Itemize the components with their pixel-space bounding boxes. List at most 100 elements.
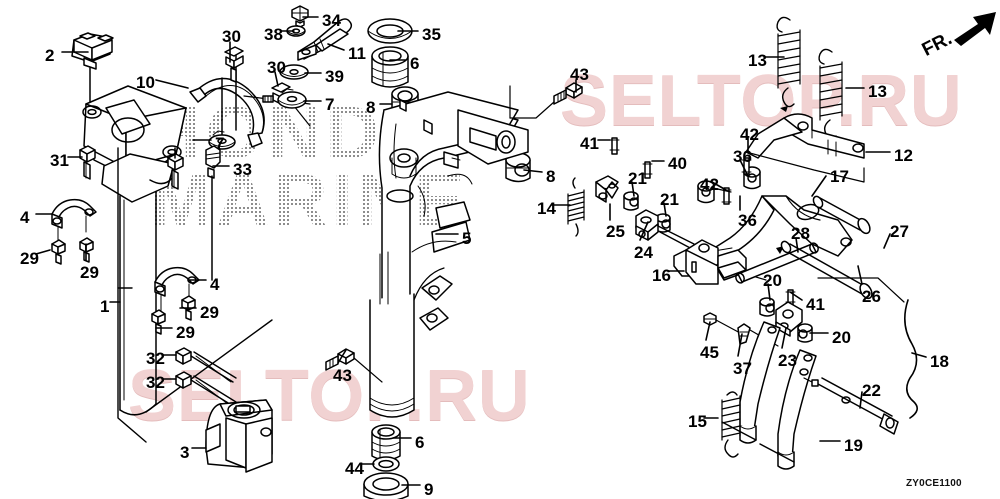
callout-number-37: 37: [733, 359, 752, 378]
part-7-washer-upper: [277, 88, 307, 109]
callout-number-13: 13: [748, 51, 767, 70]
callout-number-17: 17: [830, 167, 849, 186]
part-11-lever-arm: [297, 18, 353, 61]
callout-number-39: 39: [325, 67, 344, 86]
callout-number-14: 14: [537, 199, 556, 218]
callout-number-30: 30: [267, 58, 286, 77]
callout-leader-37: [737, 333, 743, 357]
part-36-bushing-lower: [697, 180, 715, 204]
part-44-oring: [372, 456, 400, 472]
callout-number-44: 44: [345, 459, 364, 478]
callout-leader-18: [911, 352, 927, 358]
callout-leader-43: [337, 349, 347, 364]
callout-number-11: 11: [348, 44, 366, 63]
callout-number-42: 42: [740, 125, 759, 144]
callout-leader-42: [711, 181, 727, 191]
callout-number-10: 10: [136, 73, 155, 92]
part-45-nut: [703, 312, 743, 335]
part-15-spring: [721, 391, 741, 458]
callout-number-2: 2: [45, 46, 55, 65]
callout-leader-20: [767, 283, 771, 301]
callout-leader-21: [631, 181, 635, 197]
callout-number-27: 27: [890, 222, 909, 241]
callout-number-21: 21: [660, 190, 679, 209]
part-35-oring: [367, 18, 413, 44]
part-39-washer: [279, 64, 309, 80]
callout-number-29: 29: [200, 303, 219, 322]
callout-number-3: 3: [180, 443, 190, 462]
callout-leader-10: [155, 79, 189, 89]
part-18-wire-rod: [817, 277, 918, 419]
callout-number-29: 29: [176, 323, 195, 342]
callout-leader-41: [789, 291, 803, 301]
callout-number-8: 8: [546, 167, 556, 186]
part-27-shaft: [812, 195, 871, 235]
callout-number-15: 15: [688, 412, 707, 431]
part-12-upper-link: [745, 106, 865, 183]
part-22-adjust-rod: [803, 377, 899, 435]
callout-number-13: 13: [868, 82, 887, 101]
part-23-joint-block: [775, 301, 803, 337]
part-5-swivel-case: [369, 91, 529, 418]
drawing-code: ZY0CE1100: [906, 478, 962, 489]
callout-number-7: 7: [215, 134, 225, 153]
callout-leader-26: [857, 265, 863, 285]
callout-number-20: 20: [832, 328, 851, 347]
callout-number-25: 25: [606, 222, 625, 241]
callout-number-40: 40: [668, 154, 687, 173]
callout-number-36: 36: [738, 211, 757, 230]
callout-number-6: 6: [410, 54, 420, 73]
callout-leader-24: [639, 221, 649, 241]
callout-number-18: 18: [930, 352, 949, 371]
front-direction-arrow-icon: [954, 12, 996, 46]
part-31-bolt-right: [167, 147, 184, 190]
part-33-grease-fitting: [205, 145, 221, 281]
part-9-seal: [363, 472, 409, 499]
callout-leader-28: [795, 237, 799, 253]
callout-leader-17: [811, 175, 827, 197]
callout-number-43: 43: [333, 366, 352, 385]
part-31-bolt-left: [79, 145, 96, 180]
callout-leader-45: [705, 321, 711, 341]
callout-leader-23: [781, 327, 787, 349]
part-7-washer-lower: [208, 77, 236, 150]
callout-number-12: 12: [894, 146, 913, 165]
part-28-rod: [735, 242, 819, 284]
part-3-lower-mount: [205, 399, 273, 473]
part-6-bushing-upper: [371, 46, 409, 88]
callout-number-33: 33: [233, 160, 252, 179]
callout-number-7: 7: [325, 95, 335, 114]
part-20-bushing-lower: [797, 323, 813, 343]
callout-number-38: 38: [264, 25, 283, 44]
callout-number-24: 24: [634, 243, 653, 262]
part-19-link-plate-right: [721, 349, 817, 470]
callout-number-41: 41: [580, 134, 599, 153]
callout-leader-27: [883, 233, 891, 249]
callout-number-29: 29: [80, 263, 99, 282]
part-32-long-bolts: [175, 347, 237, 407]
callout-number-4: 4: [210, 275, 220, 294]
callout-number-32: 32: [146, 349, 165, 368]
part-40-pin: [642, 161, 653, 179]
part-24-joint: [635, 209, 695, 251]
callout-number-5: 5: [462, 229, 472, 248]
callout-number-20: 20: [763, 271, 782, 290]
callout-number-19: 19: [844, 436, 863, 455]
callout-leader-22: [859, 391, 863, 409]
callout-number-30: 30: [222, 27, 241, 46]
callout-leader-36: [739, 159, 749, 177]
callout-leader-21: [663, 202, 667, 217]
callout-number-28: 28: [791, 224, 810, 243]
callout-number-34: 34: [322, 11, 341, 30]
callout-number-42: 42: [700, 175, 719, 194]
callout-number-6: 6: [415, 433, 425, 452]
callout-number-26: 26: [862, 287, 881, 306]
callout-number-21: 21: [628, 169, 647, 188]
callout-number-1: 1: [100, 297, 110, 316]
callout-number-35: 35: [422, 25, 441, 44]
part-25-link: [595, 175, 619, 203]
callout-number-23: 23: [778, 351, 797, 370]
part-14-spring: [567, 177, 585, 237]
